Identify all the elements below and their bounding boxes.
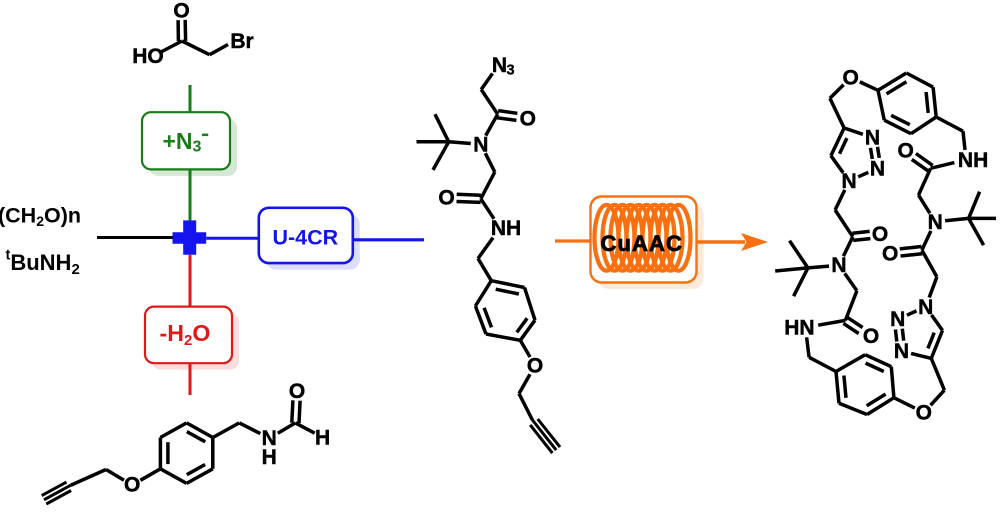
svg-text:N: N xyxy=(918,296,933,319)
svg-text:3: 3 xyxy=(507,63,515,79)
svg-text:O: O xyxy=(916,402,932,425)
svg-text:O: O xyxy=(438,187,454,210)
svg-text:O: O xyxy=(863,325,879,348)
svg-text:N: N xyxy=(492,54,507,77)
svg-text:U-4CR: U-4CR xyxy=(272,225,338,249)
svg-text:N: N xyxy=(473,133,488,156)
svg-text:O: O xyxy=(173,0,189,23)
svg-text:O: O xyxy=(124,474,140,497)
svg-text:O: O xyxy=(898,140,914,163)
svg-text:O: O xyxy=(527,355,543,378)
svg-text:N: N xyxy=(870,157,885,180)
svg-text:N: N xyxy=(890,308,905,331)
svg-text:Br: Br xyxy=(230,30,253,53)
svg-text:N: N xyxy=(894,340,909,363)
svg-text:H: H xyxy=(315,427,330,450)
svg-text:NH: NH xyxy=(491,217,521,240)
svg-text:O: O xyxy=(872,223,888,246)
svg-text:HO: HO xyxy=(132,45,164,68)
svg-text:N: N xyxy=(928,211,943,234)
svg-text:CuAAC: CuAAC xyxy=(601,231,684,256)
svg-text:O: O xyxy=(520,107,536,130)
svg-text:H: H xyxy=(262,446,277,469)
svg-text:NH: NH xyxy=(958,149,988,172)
svg-text:N: N xyxy=(831,254,846,277)
svg-text:O: O xyxy=(289,380,305,403)
svg-text:tBuNH2: tBuNH2 xyxy=(6,248,80,279)
svg-text:O: O xyxy=(843,67,859,90)
svg-text:HN: HN xyxy=(784,316,814,339)
svg-text:N: N xyxy=(865,127,880,150)
